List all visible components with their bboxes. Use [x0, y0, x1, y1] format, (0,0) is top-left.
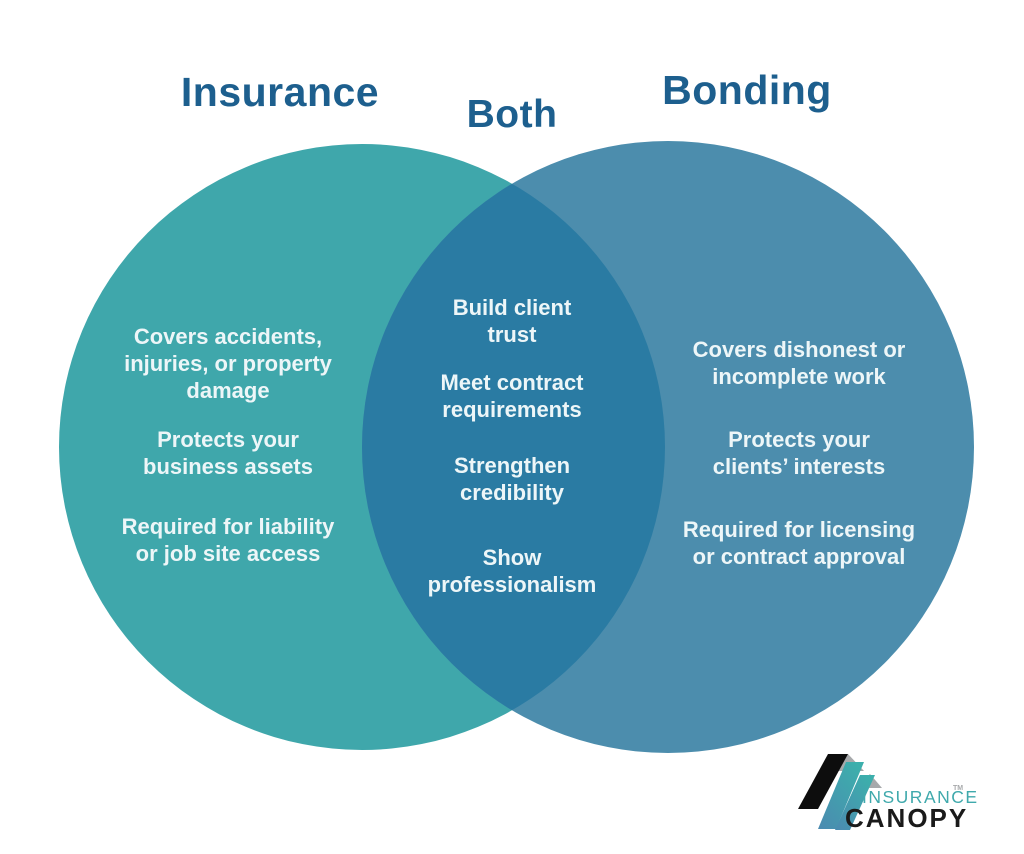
- logo-black-stripe: [798, 754, 848, 809]
- logo-teal-stripe-2: [835, 775, 875, 830]
- insurance-item-1: Covers accidents, injuries, or property …: [124, 324, 332, 403]
- both-items: Build client trust Meet contract require…: [312, 294, 712, 598]
- insurance-items: Covers accidents, injuries, or property …: [28, 323, 428, 567]
- logo-trademark: TM: [953, 785, 963, 792]
- both-item-3: Strengthen credibility: [453, 453, 571, 505]
- insurance-item-2: Protects your business assets: [143, 427, 313, 479]
- logo-insurance-text: INSURANCE: [862, 787, 979, 807]
- overlap-region: [362, 144, 665, 750]
- both-item-4: Show professionalism: [427, 545, 597, 597]
- bonding-item-2: Protects your clients’ interests: [712, 427, 886, 479]
- both-heading: Both: [466, 93, 558, 136]
- both-item-2: Meet contract requirements: [440, 370, 584, 422]
- bonding-items: Covers dishonest or incomplete work Prot…: [599, 336, 999, 570]
- logo-teal-stripe-1: [818, 762, 864, 829]
- bonding-heading: Bonding: [662, 67, 832, 113]
- insurance-item-3: Required for liability or job site acces…: [121, 514, 335, 566]
- insurance-heading: Insurance: [180, 69, 380, 115]
- logo-canopy-text: CANOPY: [845, 803, 968, 833]
- insurance-canopy-logo-graphic: INSURANCE TM CANOPY: [798, 754, 979, 833]
- bonding-item-1: Covers dishonest or incomplete work: [692, 337, 906, 389]
- both-item-1: Build client trust: [452, 295, 572, 347]
- insurance-canopy-logo: INSURANCE TM CANOPY: [790, 742, 1020, 854]
- bonding-item-3: Required for licensing or contract appro…: [682, 517, 916, 569]
